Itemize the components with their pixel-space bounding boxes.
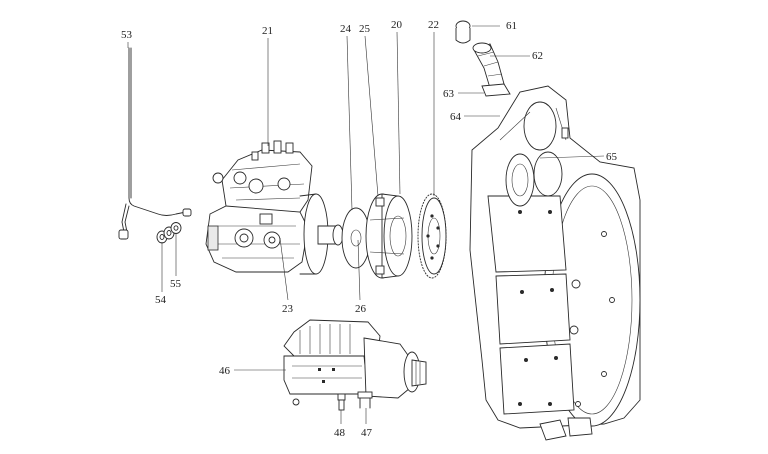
part-48-bolt [337, 393, 346, 411]
part-62-elbow [472, 42, 505, 89]
leader-lines [127, 25, 605, 424]
callout-26: 26 [355, 303, 367, 315]
callout-47: 47 [361, 427, 373, 439]
part-54-55-washers [156, 222, 182, 244]
callout-54: 54 [155, 294, 167, 306]
part-21-injection-pump [205, 140, 344, 275]
part-46-starter-motor [283, 319, 427, 406]
part-22-drive-gear [417, 193, 447, 279]
callout-21: 21 [262, 25, 273, 37]
callout-61: 61 [506, 20, 517, 32]
callout-46: 46 [219, 365, 231, 377]
part-25-20-hub-cover [365, 193, 413, 279]
callout-23: 23 [282, 303, 294, 315]
part-53-fuel-pipe [118, 47, 192, 240]
callout-22: 22 [428, 19, 439, 31]
part-61-cap [455, 20, 471, 44]
callout-64: 64 [450, 111, 462, 123]
flywheel-housing [469, 85, 641, 441]
callout-labels: 21 24 25 20 22 61 62 63 64 65 53 54 55 2… [121, 19, 618, 439]
callout-63: 63 [443, 88, 455, 100]
callout-65: 65 [606, 151, 618, 163]
callout-62: 62 [532, 50, 543, 62]
callout-25: 25 [359, 23, 371, 35]
part-63-flange [481, 83, 511, 97]
callout-24: 24 [340, 23, 352, 35]
callout-48: 48 [334, 427, 346, 439]
part-47-bolt [357, 391, 373, 409]
callout-53: 53 [121, 29, 133, 41]
callout-20: 20 [391, 19, 403, 31]
callout-55: 55 [170, 278, 182, 290]
